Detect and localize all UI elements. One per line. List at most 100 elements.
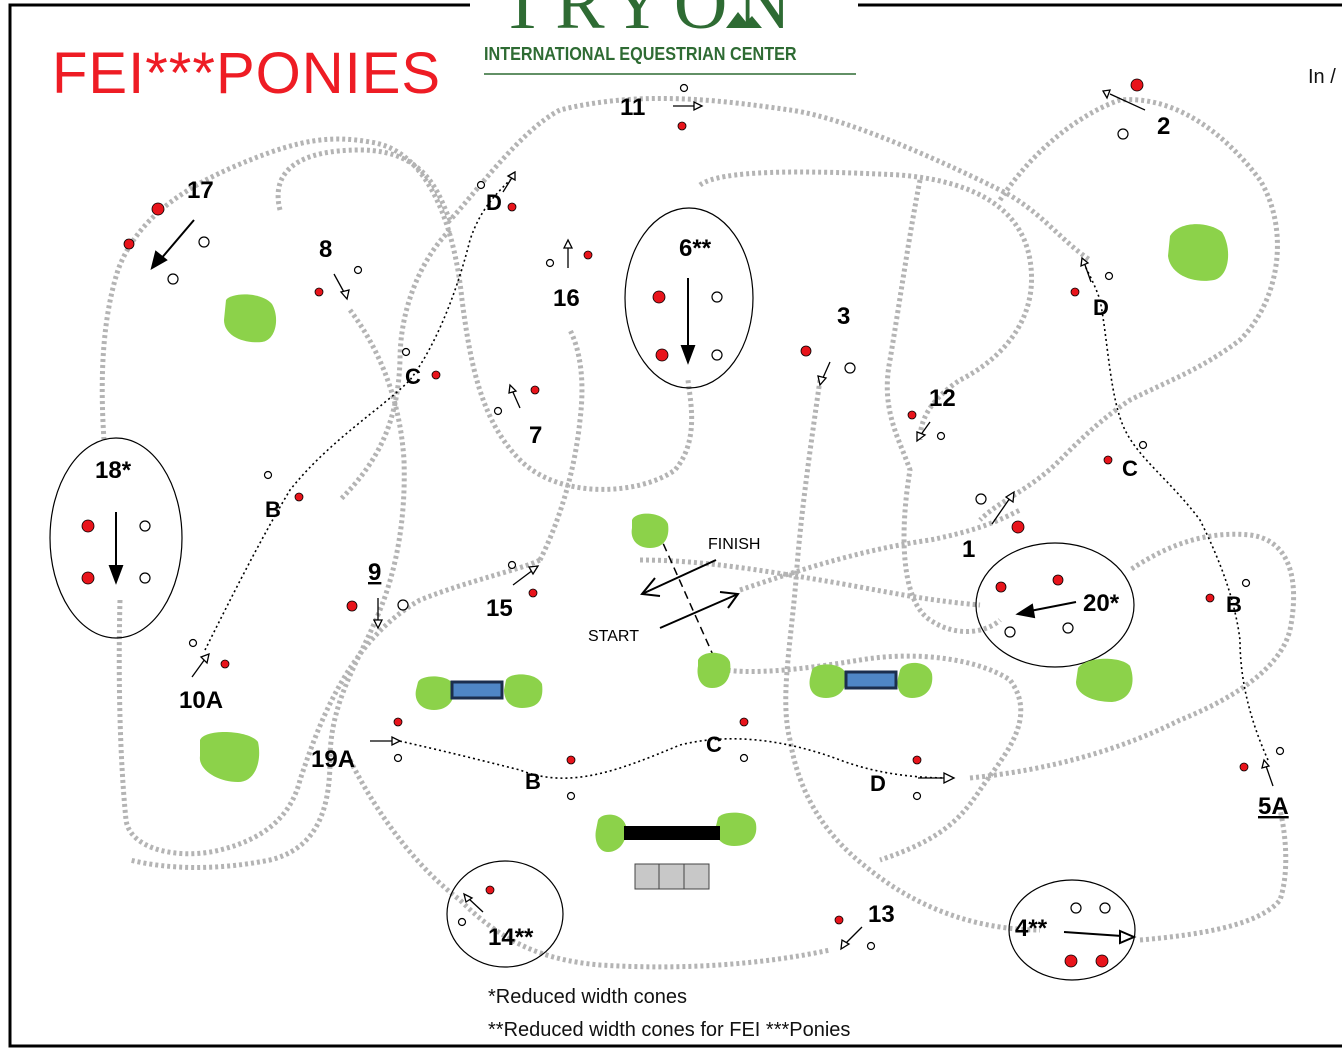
letter-d: D — [870, 771, 886, 796]
obstacle-label-5a: 5A — [1258, 793, 1289, 820]
red-cone — [907, 410, 917, 420]
obstacle-label-19a: 19A — [311, 746, 355, 773]
red-cone — [1205, 593, 1215, 603]
white-cone — [493, 406, 503, 416]
gray-block-1 — [634, 863, 660, 890]
white-cone — [1138, 440, 1148, 450]
white-cone — [1241, 578, 1251, 588]
gray-block-2 — [658, 863, 685, 890]
red-cone — [677, 121, 687, 131]
bush-12 — [715, 812, 757, 846]
note-reduced-width: *Reduced width cones — [488, 986, 688, 1008]
red-cone — [507, 202, 517, 212]
red-cone — [294, 492, 304, 502]
red-cone — [151, 202, 165, 216]
red-cone — [81, 519, 95, 533]
small-arrows — [191, 89, 1274, 951]
obstacle-label-7: 7 — [529, 422, 542, 449]
start-arrow — [659, 593, 739, 629]
finish-arrow-head — [640, 577, 661, 597]
red-cone — [485, 885, 495, 895]
circle-20 — [975, 542, 1135, 668]
obstacle-label-17: 17 — [187, 177, 214, 204]
note-reduced-width-ponies: **Reduced width cones for FEI ***Ponies — [488, 1019, 851, 1041]
letter-c: C — [706, 732, 722, 757]
red-cone — [528, 588, 538, 598]
track-right-vertical — [884, 179, 1002, 635]
red-cone — [800, 345, 812, 357]
circle-4 — [1008, 879, 1136, 981]
obstacle-label-16: 16 — [553, 285, 580, 312]
start-finish-line — [657, 531, 714, 656]
white-cone — [167, 273, 179, 285]
white-cone — [912, 791, 922, 801]
red-cone — [346, 600, 358, 612]
red-cone — [1130, 78, 1144, 92]
bush-8 — [504, 674, 543, 708]
bush-4 — [1076, 658, 1133, 702]
track-to-5a — [1139, 809, 1289, 943]
letter-b: B — [525, 769, 541, 794]
red-cone — [655, 348, 669, 362]
circle-18 — [49, 437, 183, 639]
black-log — [624, 826, 720, 840]
white-cone — [1004, 626, 1016, 638]
track-bottom-loop — [347, 758, 831, 970]
arrow-d-right — [1083, 261, 1092, 283]
red-cone — [1239, 762, 1249, 772]
obstacle-label-11: 11 — [620, 94, 645, 121]
arrow-20 — [1029, 601, 1077, 612]
white-cone — [401, 347, 411, 357]
white-cone — [139, 520, 151, 532]
white-cone — [1104, 271, 1114, 281]
letter-c: C — [405, 364, 421, 389]
water-log-left — [450, 680, 504, 700]
white-cone — [263, 470, 273, 480]
track-center-lower — [698, 653, 1024, 863]
gray-block-3 — [683, 863, 710, 890]
obstacle-label-20: 20* — [1083, 590, 1120, 617]
red-cone — [739, 717, 749, 727]
white-cone — [1275, 746, 1285, 756]
bush-10 — [897, 662, 933, 698]
white-cone — [476, 180, 486, 190]
red-cone — [1070, 287, 1080, 297]
obstacle-label-1: 1 — [962, 536, 975, 563]
obstacle-label-15: 15 — [486, 595, 513, 622]
start-arrow-head — [719, 591, 740, 609]
arrow-5a — [1265, 765, 1274, 787]
obstacle-circles — [49, 207, 1136, 981]
track-center-loop — [698, 169, 1034, 441]
track-center-3 — [783, 379, 1041, 933]
start-finish-arrows — [640, 559, 740, 629]
water-log-right — [844, 670, 898, 690]
route-10a — [204, 179, 511, 651]
bush-6 — [697, 652, 731, 688]
track-from-15 — [537, 328, 585, 562]
white-cone — [353, 265, 363, 275]
bush-3 — [199, 731, 260, 782]
white-cone — [545, 258, 555, 268]
arrow-13 — [844, 926, 863, 945]
logo-mountain — [726, 12, 762, 28]
white-cone — [1117, 128, 1129, 140]
obstacle-label-10a: 10A — [179, 687, 223, 714]
logo-subtitle: INTERNATIONAL EQUESTRIAN CENTER — [484, 44, 797, 64]
element-letters: D C B D C B C B D — [265, 190, 1242, 796]
white-cone — [566, 791, 576, 801]
arrow-18-head — [108, 565, 124, 585]
track-right-top — [978, 97, 1280, 522]
bushes — [199, 224, 1229, 852]
track-start-line — [739, 507, 1022, 593]
bush-11 — [595, 814, 627, 852]
bush-9 — [809, 664, 847, 698]
track-middle-9 — [129, 308, 407, 870]
obstacle-labels: 1 2 3 4** 5A 6** 7 8 9 10A 11 12 13 14**… — [95, 94, 1289, 951]
white-cone — [188, 638, 198, 648]
arrow-2 — [1109, 93, 1146, 111]
white-cone — [844, 362, 856, 374]
red-cone — [583, 250, 593, 260]
course-title: FEI***PONIES — [52, 41, 442, 106]
white-cone — [198, 236, 210, 248]
